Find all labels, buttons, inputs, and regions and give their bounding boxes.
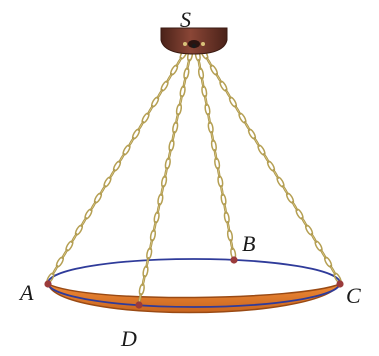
chain-link [70,233,78,243]
chain-link [141,274,146,287]
chain-link [179,85,186,98]
chain-link [160,184,164,197]
chain-link [142,265,149,278]
chain-link [205,57,213,67]
chain-link [201,85,208,98]
label-a: A [18,280,34,305]
chain-link [168,139,175,152]
chain-link [175,103,183,116]
chain-link [207,112,211,125]
chain-link [99,185,106,195]
chain-link [171,130,176,143]
chain-link [109,169,116,179]
chain-link [164,157,171,170]
chain-link [175,57,183,67]
chain-link [215,73,222,83]
chain-link [172,121,179,134]
chain-link [210,139,217,152]
chain-link [167,148,172,161]
label-c: C [346,283,361,308]
label-d: D [120,326,137,351]
chain-link [147,105,154,115]
pan-bowl [46,282,342,314]
chain-link [160,175,168,188]
chain-link [210,130,214,143]
point-c-marker [336,280,344,288]
hook-block [160,27,228,55]
chain-link [137,121,144,131]
chain-link [145,256,150,269]
chain-link [80,217,87,227]
chain-sb [194,49,237,260]
chain-link [118,153,125,163]
chain-link [207,121,214,134]
chains-group [46,48,342,305]
chain-link [310,233,318,243]
chain-link [157,193,164,206]
chain-link [175,112,179,125]
chain-link [156,89,164,99]
chain-link [229,238,234,251]
chain-link [61,249,68,259]
chain-link [220,193,227,206]
chain-link [166,73,173,83]
point-d-marker [135,301,143,309]
chain-link [253,137,260,147]
chain-link [223,211,230,224]
chain-link [182,76,187,89]
chain-link [217,175,224,188]
chain-link [146,247,153,260]
chain-link [149,238,153,251]
chain-link [234,105,241,115]
chain-link [90,201,97,211]
chain-sd [138,49,194,305]
chain-link [153,211,160,224]
chain-link [51,265,59,275]
chain-link [200,76,205,89]
point-s-marker [191,43,197,49]
chain-link [291,201,298,211]
chain-link [272,169,279,179]
label-s: S [180,7,191,32]
chain-link [179,94,183,107]
chain-link [226,220,231,233]
label-b: B [242,231,255,256]
chain-link [164,166,168,179]
chain-link [153,220,157,233]
chain-link [226,229,234,242]
chain-link [301,217,308,227]
chain-link [197,58,202,71]
chain-link [220,184,224,197]
chain-link [183,67,190,80]
chain-link [128,137,135,147]
chain-link [223,202,227,215]
chain-link [204,94,208,107]
chain-link [214,157,221,170]
chain-link [197,67,205,80]
chain-link [329,265,337,275]
point-b-marker [230,256,238,264]
chain-link [138,283,145,296]
chain-sa [46,48,188,284]
chain-link [244,121,251,131]
chain-link [263,153,270,163]
chain-link [320,249,327,259]
chain-link [217,166,221,179]
chain-link [282,185,289,195]
chain-link [149,229,157,242]
chain-sc [200,48,342,284]
chain-link [224,89,232,99]
chain-link [186,58,190,71]
chain-link [204,103,211,116]
chain-link [156,202,161,215]
chain-link [213,148,218,161]
point-a-marker [44,280,52,288]
